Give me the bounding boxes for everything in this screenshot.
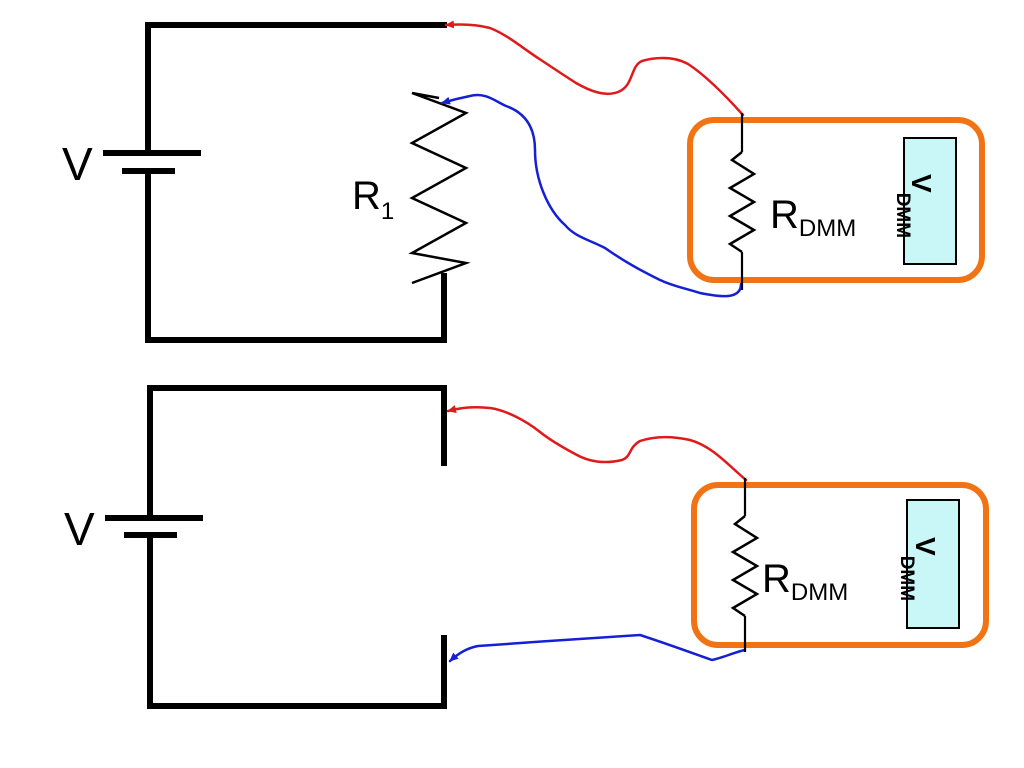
top-resistor-r1: [408, 91, 471, 285]
top-dmm-display: [903, 137, 957, 265]
top-dmm-display-label: VDMM: [892, 174, 937, 238]
bottom-dmm-display: [906, 499, 960, 629]
bottom-dmm-box: [691, 482, 989, 648]
top-resistor-label: R1: [352, 174, 394, 225]
top-dmm-resistor-label: RDMM: [770, 193, 856, 242]
top-circuit: V R1 RDMM VDMM: [62, 20, 985, 343]
top-battery: [103, 150, 201, 174]
bottom-negative-lead: [448, 633, 747, 663]
bottom-source-label: V: [64, 503, 95, 555]
top-dmm-box: [687, 117, 985, 283]
bottom-circuit-wire: [147, 385, 447, 709]
top-positive-lead: [444, 20, 745, 117]
bottom-battery: [105, 515, 203, 538]
bottom-dmm-resistor-label: RDMM: [762, 557, 848, 606]
top-negative-lead: [440, 93, 743, 298]
bottom-circuit: V RDMM VDMM: [64, 385, 989, 709]
top-dmm-resistor: [727, 151, 757, 254]
bottom-dmm-display-label: VDMM: [896, 537, 941, 601]
top-source-label: V: [62, 138, 93, 190]
top-circuit-wire: [145, 22, 447, 343]
bottom-positive-lead: [446, 405, 748, 482]
bottom-dmm-resistor: [730, 515, 760, 618]
